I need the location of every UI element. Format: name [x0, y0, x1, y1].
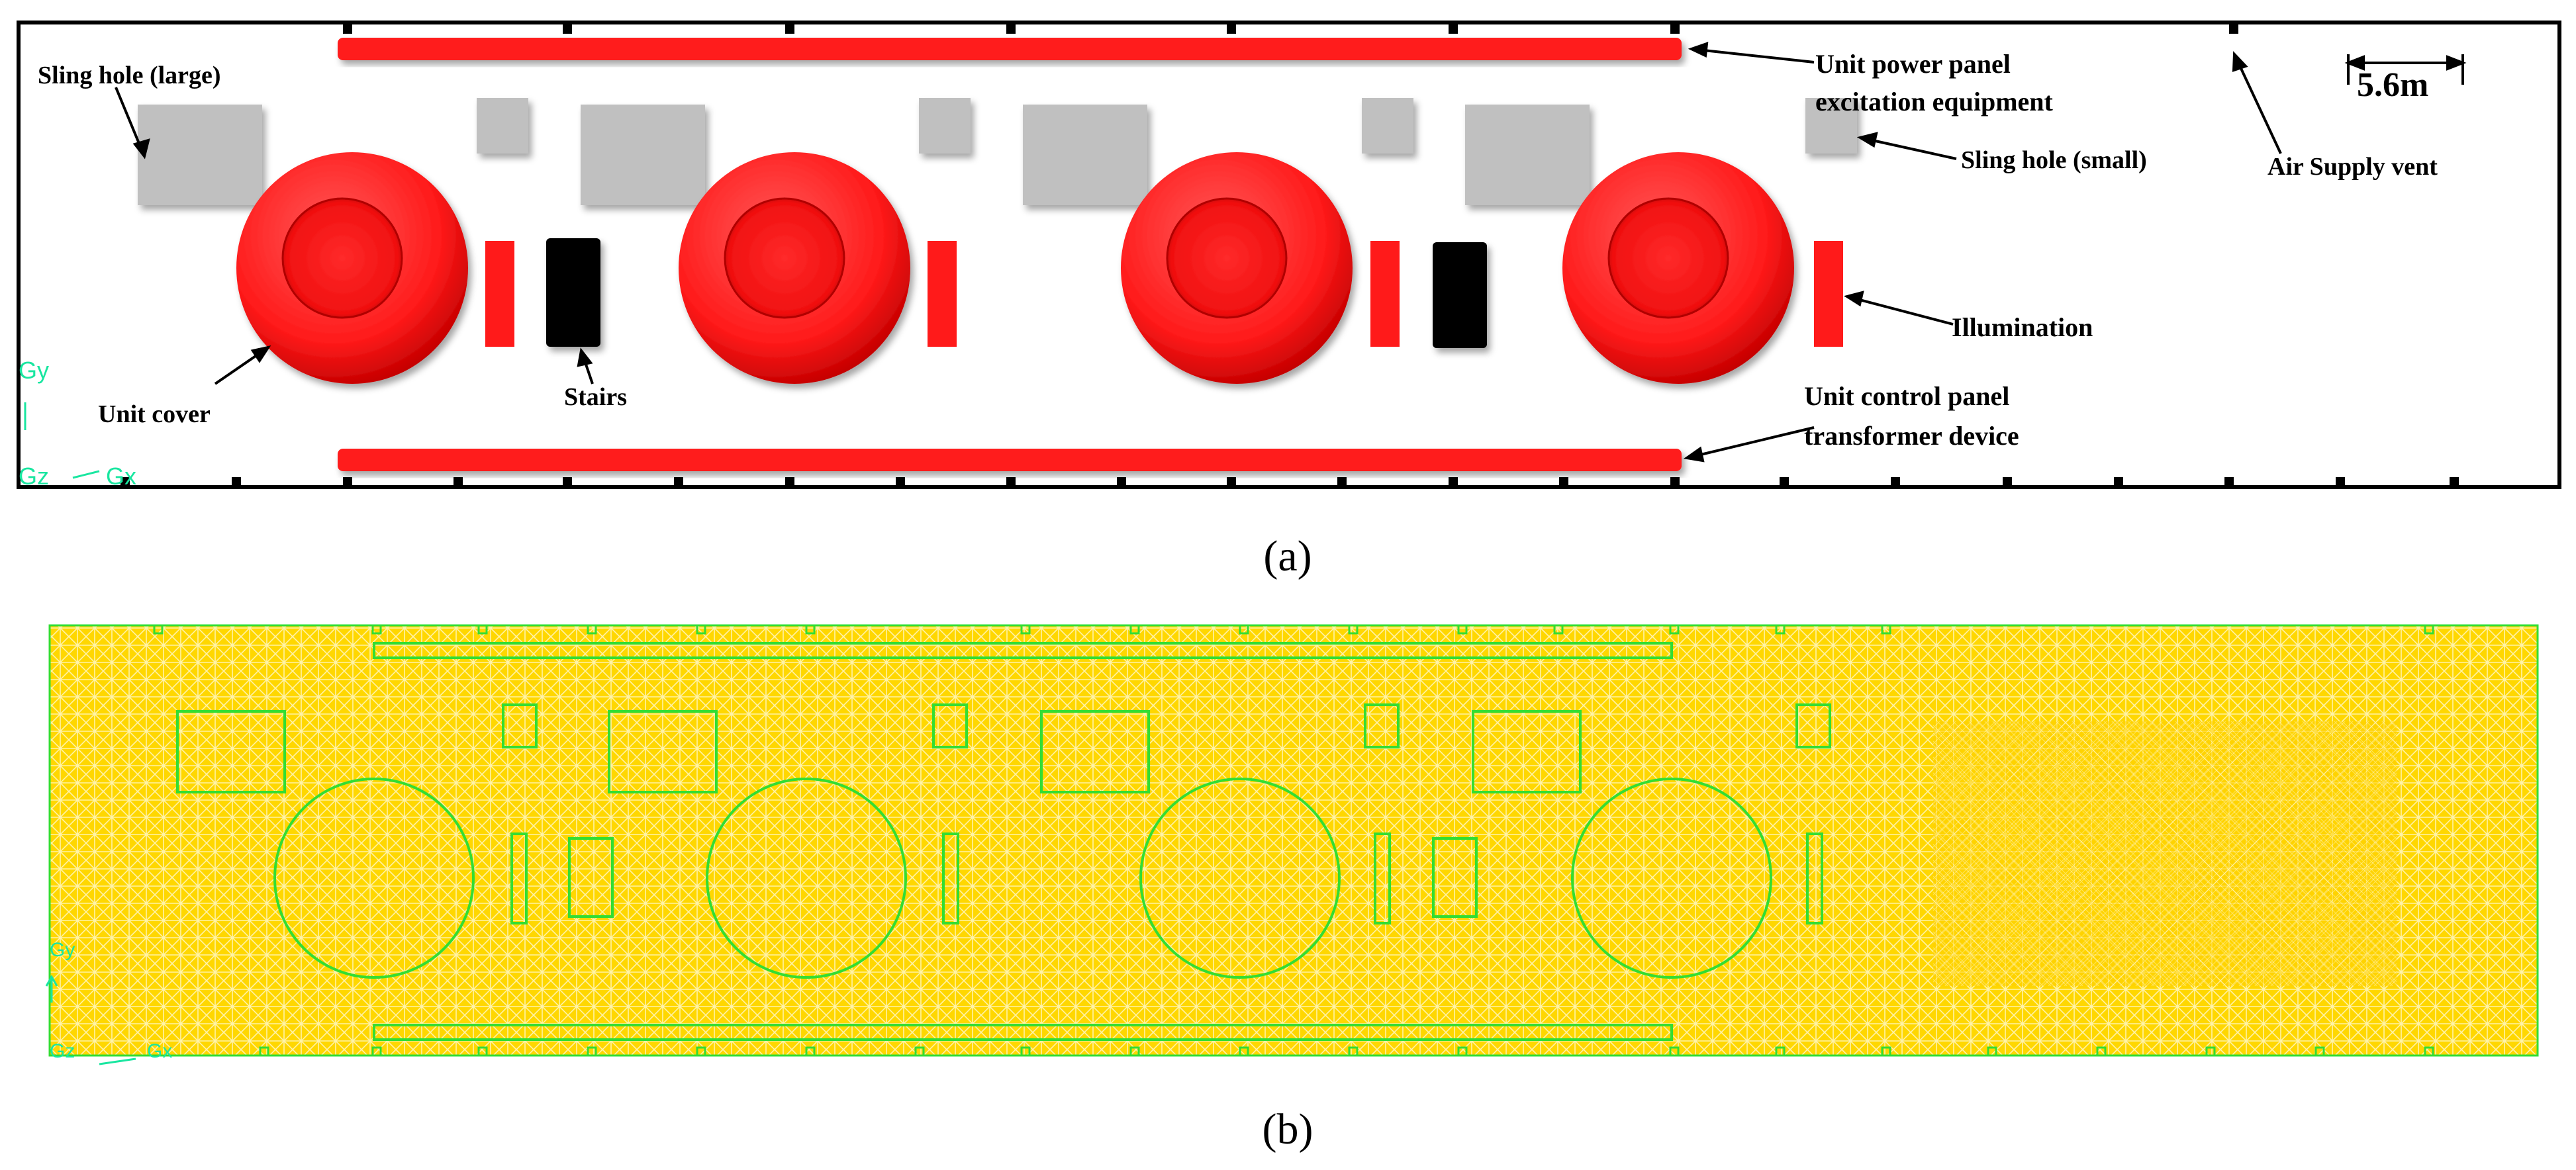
unit-cover	[679, 152, 910, 384]
axis-triad-a: Gy Gz Gx	[19, 357, 136, 490]
mesh-unit-cover	[273, 778, 475, 979]
label-unit-cover: Unit cover	[98, 400, 211, 428]
label-sling-hole-small: Sling hole (small)	[1961, 146, 2147, 174]
illumination-bar	[928, 241, 957, 347]
unit-cover	[1121, 152, 1353, 384]
label-scale: 5.6m	[2357, 66, 2428, 104]
axis-triad-b: Gy Gz Gx	[45, 939, 172, 1065]
panel-a: Sling hole (large) Unit cover Stairs Uni…	[17, 21, 2561, 490]
mesh-sling-hole-large	[1040, 710, 1150, 793]
sling-hole-small	[919, 98, 971, 154]
illumination-bar	[485, 241, 514, 347]
axis-gx: Gx	[147, 1040, 172, 1062]
mesh-stairs	[568, 837, 614, 918]
mesh-sling-hole-large	[176, 710, 286, 793]
label-control-panel: Unit control panel	[1804, 381, 2009, 411]
sling-hole-large	[138, 105, 262, 205]
caption-a: (a)	[1263, 532, 1312, 580]
panel-b: Gy Gz Gx	[45, 624, 2539, 1065]
mesh-wall-vents	[153, 624, 2434, 1057]
unit-cover	[236, 152, 468, 384]
mesh-unit-cover	[1571, 778, 1772, 979]
illumination-bar	[1370, 241, 1400, 347]
scale-bar	[2344, 54, 2467, 85]
sling-hole-large	[1465, 105, 1590, 205]
illumination-bar	[1814, 241, 1843, 347]
axis-gz: Gz	[19, 463, 49, 490]
label-excitation-equipment: excitation equipment	[1815, 87, 2054, 116]
sling-hole-small	[477, 98, 528, 154]
label-stairs: Stairs	[564, 383, 627, 411]
mesh-unit-cover	[1139, 778, 1341, 979]
sling-holes-large	[138, 105, 1590, 205]
mesh-sling-hole-small	[932, 703, 968, 748]
mesh-unit-cover	[706, 778, 907, 979]
stairs	[546, 238, 1487, 348]
stairs-block	[1433, 242, 1487, 348]
mesh-stairs	[1432, 837, 1478, 918]
axis-gy: Gy	[19, 357, 49, 384]
caption-b: (b)	[1263, 1105, 1313, 1153]
unit-control-panel	[338, 449, 1682, 471]
sling-hole-large	[581, 105, 705, 205]
mesh-power-panel	[373, 642, 1673, 659]
label-power-panel: Unit power panel	[1815, 49, 2011, 79]
mesh-sling-hole-small	[502, 703, 538, 748]
mesh-sling-hole-large	[1472, 710, 1582, 793]
label-sling-hole-large: Sling hole (large)	[38, 62, 221, 89]
mesh-illumination	[942, 832, 959, 924]
illumination-bars	[485, 241, 1843, 347]
mesh-refined-zone	[1933, 721, 2397, 986]
mesh-boundaries	[176, 642, 1831, 1041]
axis-gx: Gx	[106, 463, 136, 490]
mesh-sling-hole-large	[608, 710, 718, 793]
bottom-wall-vents	[120, 477, 2459, 486]
sling-hole-large	[1023, 105, 1147, 205]
mesh-sling-hole-small	[1364, 703, 1400, 748]
unit-power-panel	[338, 38, 1682, 60]
label-illumination: Illumination	[1952, 312, 2093, 342]
axis-gy: Gy	[50, 939, 75, 961]
unit-cover	[1562, 152, 1794, 384]
mesh-sling-hole-small	[1795, 703, 1831, 748]
axis-gz: Gz	[50, 1040, 75, 1062]
sling-hole-small	[1362, 98, 1413, 154]
mesh-illumination	[1806, 832, 1823, 924]
sling-hole-small	[1805, 98, 1857, 154]
sling-holes-small	[477, 98, 1857, 154]
mesh-illumination	[1374, 832, 1391, 924]
mesh-illumination	[510, 832, 528, 924]
label-air-supply-vent: Air Supply vent	[2267, 153, 2438, 181]
stairs-block	[546, 238, 600, 347]
top-wall-vents	[343, 24, 2238, 34]
label-transformer-device: transformer device	[1804, 421, 2019, 451]
leader-lines	[115, 42, 2282, 463]
mesh-control-panel	[373, 1024, 1673, 1041]
